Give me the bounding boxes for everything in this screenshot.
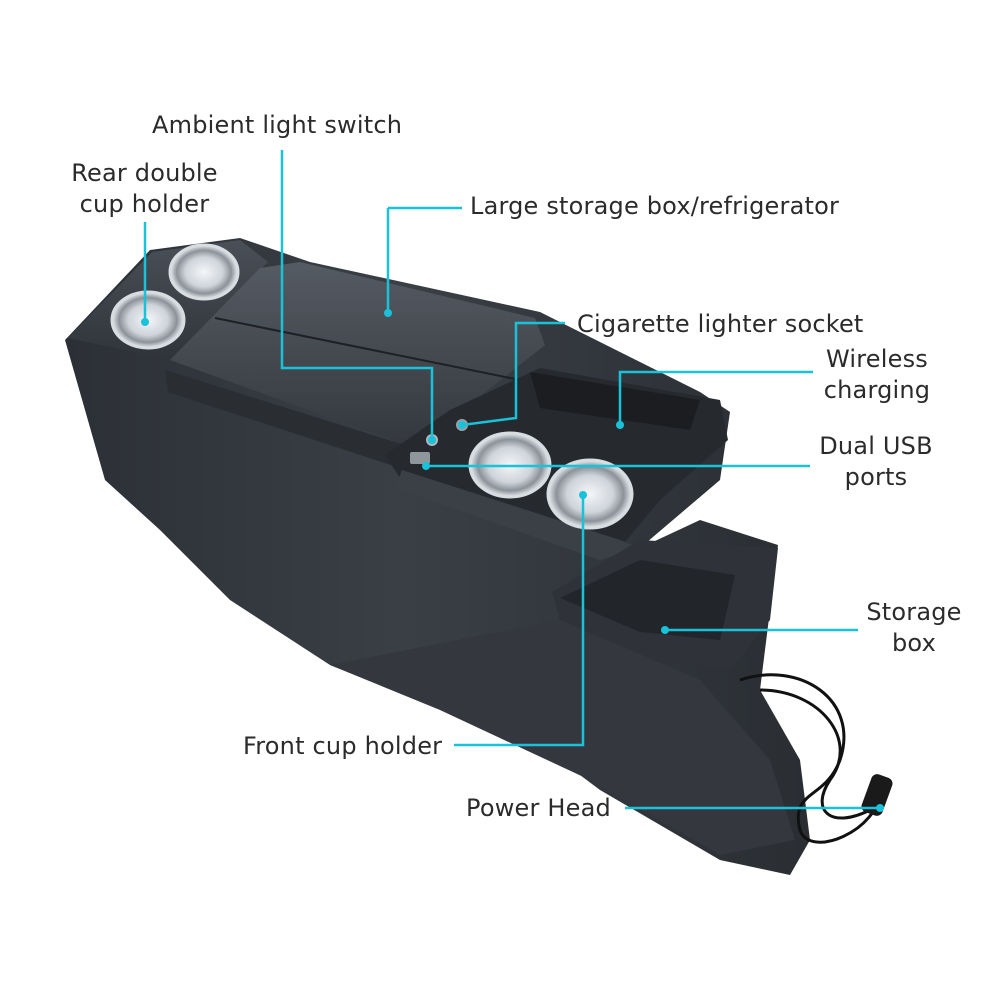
front-cup-2	[546, 458, 634, 530]
label-storage-box-line1: Storage	[866, 598, 962, 626]
label-dual-usb-ports-line2: ports	[844, 463, 908, 491]
label-rear-cup-holder-line1: Rear double	[71, 159, 218, 187]
power-cable	[739, 673, 882, 844]
label-power-head: Power Head	[466, 794, 611, 822]
label-wireless-charging-line2: charging	[823, 376, 931, 404]
armrest-lid	[170, 262, 545, 450]
label-storage-box: Storage box	[860, 597, 968, 659]
label-cigarette-lighter-socket: Cigarette lighter socket	[577, 310, 864, 338]
label-dual-usb-ports-line1: Dual USB	[819, 432, 933, 460]
label-front-cup-holder: Front cup holder	[243, 732, 443, 760]
callout-dots	[141, 309, 884, 812]
armrest-front	[165, 370, 420, 470]
label-rear-cup-holder-line2: cup holder	[79, 190, 210, 218]
label-rear-cup-holder: Rear double cup holder	[62, 158, 227, 220]
label-wireless-charging: Wireless charging	[816, 344, 938, 406]
usb-ports-mark	[410, 452, 430, 464]
rear-cup-1	[168, 243, 240, 301]
label-storage-box-line2: box	[892, 629, 936, 657]
label-ambient-light-switch: Ambient light switch	[152, 111, 403, 139]
side-panel	[330, 620, 795, 855]
label-large-storage-box: Large storage box/refrigerator	[470, 192, 840, 220]
label-wireless-charging-line1: Wireless	[825, 345, 929, 373]
label-dual-usb-ports: Dual USB ports	[812, 431, 940, 493]
callout-lines	[143, 150, 880, 810]
